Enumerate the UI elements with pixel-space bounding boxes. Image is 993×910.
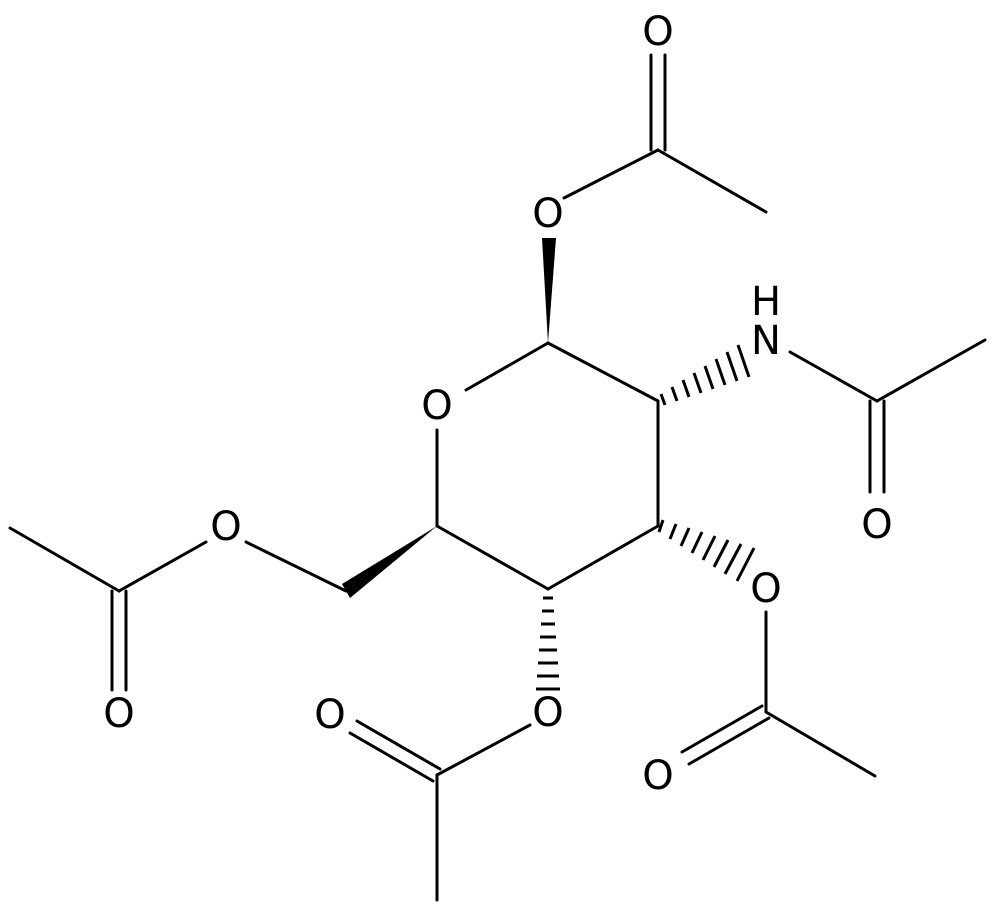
bond-c1o-carbonylc bbox=[562, 148, 660, 200]
bond-c4-carbonyl-double-b bbox=[348, 731, 435, 783]
ring-oxygen-label: O bbox=[421, 383, 452, 429]
bond-c6-carbonyl-methyl bbox=[8, 526, 121, 593]
nh-hydrogen-label: H bbox=[751, 279, 781, 325]
hash-c3-o bbox=[657, 519, 756, 582]
hash-c4-o bbox=[536, 596, 560, 691]
c4-carbonyl-oxygen-label: O bbox=[314, 692, 345, 738]
bond-ringO-c1 bbox=[464, 341, 550, 392]
bond-c1-c2 bbox=[546, 341, 660, 403]
bond-c6o-carbonylc bbox=[117, 540, 208, 593]
bond-n-amidec bbox=[788, 350, 879, 403]
c1-ester-oxygen-label: O bbox=[532, 191, 563, 237]
bond-c3-carbonyl-methyl bbox=[764, 710, 877, 778]
wedge-c5-c6 bbox=[342, 526, 437, 598]
bond-c4o-carbonylc bbox=[435, 723, 532, 777]
bond-amidec-methyl bbox=[875, 338, 987, 403]
wedge-c1-o bbox=[542, 238, 556, 343]
nh-nitrogen-label: N bbox=[751, 318, 781, 364]
amide-carbonyl-oxygen-label: O bbox=[861, 502, 892, 548]
c4-ester-oxygen-label: O bbox=[532, 690, 563, 736]
bond-c4-c5 bbox=[435, 524, 550, 591]
c3-carbonyl-oxygen-label: O bbox=[642, 753, 673, 799]
bond-c1-carbonyl-methyl bbox=[656, 148, 768, 214]
hash-c2-n bbox=[659, 344, 751, 406]
bond-c6-o bbox=[244, 540, 348, 593]
c1-carbonyl-oxygen-label: O bbox=[642, 9, 673, 55]
bond-c3-carbonyl-double-a bbox=[680, 704, 764, 754]
c6-ester-oxygen-label: O bbox=[210, 504, 241, 550]
bond-c3-carbonyl-double-b bbox=[687, 716, 771, 766]
c6-carbonyl-oxygen-label: O bbox=[103, 691, 134, 737]
c3-ester-oxygen-label: O bbox=[750, 566, 781, 612]
bond-c3-c4 bbox=[546, 524, 660, 591]
bond-c4-carbonyl-double-a bbox=[355, 719, 442, 771]
